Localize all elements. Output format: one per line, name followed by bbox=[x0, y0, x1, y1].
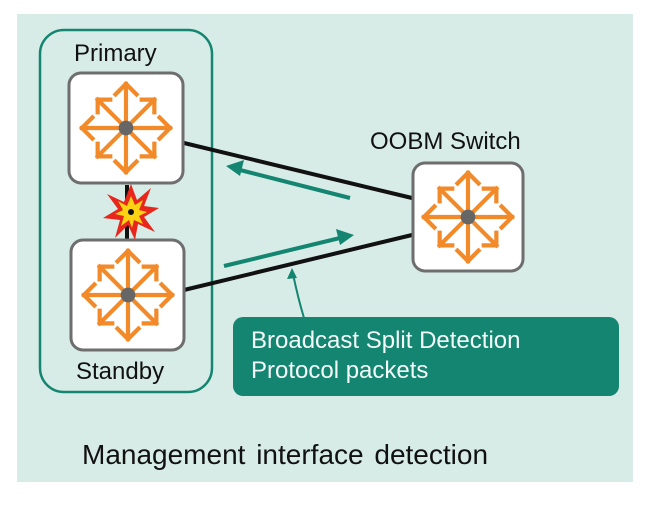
diagram-caption: Management interface detection bbox=[82, 439, 489, 470]
callout-text: Broadcast Split Detection Protocol packe… bbox=[251, 326, 520, 386]
primary-label: Primary bbox=[74, 40, 157, 67]
callout-line-2: Protocol packets bbox=[251, 357, 429, 384]
standby-switch-icon bbox=[69, 238, 186, 352]
callout-pointer bbox=[287, 268, 305, 319]
link-primary-oobm bbox=[183, 141, 413, 200]
oobm-switch-icon bbox=[411, 161, 525, 273]
standby-label: Standby bbox=[76, 358, 165, 385]
packet-arrow-from-standby bbox=[223, 229, 354, 268]
packet-arrow-to-primary bbox=[226, 160, 351, 200]
callout-line-1: Broadcast Split Detection bbox=[251, 327, 521, 354]
primary-switch-icon bbox=[67, 71, 185, 185]
oobm-switch-label: OOBM Switch bbox=[370, 128, 521, 155]
explosion-icon bbox=[103, 184, 159, 240]
callout-box: Broadcast Split Detection Protocol packe… bbox=[233, 317, 619, 396]
stack-group-border bbox=[38, 28, 214, 394]
link-standby-oobm bbox=[183, 233, 413, 292]
